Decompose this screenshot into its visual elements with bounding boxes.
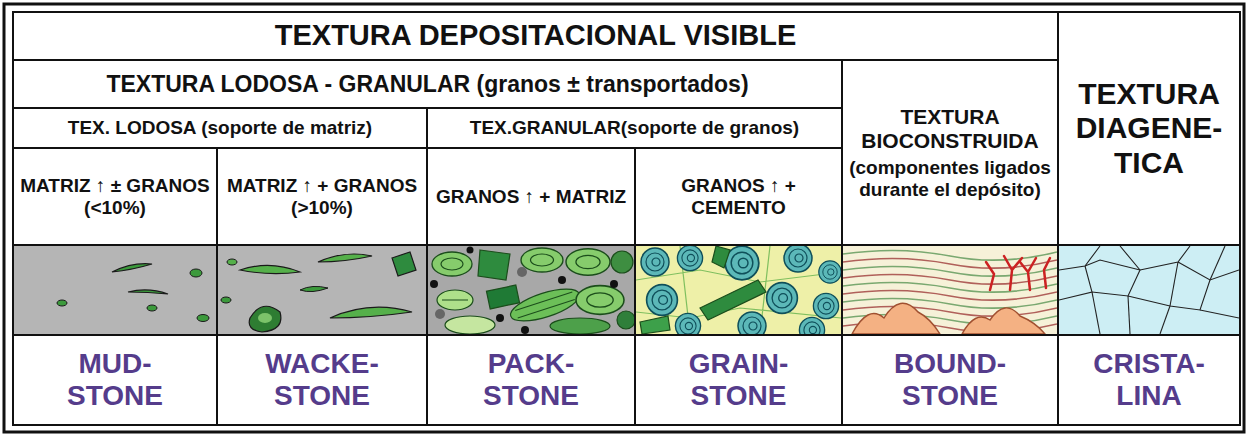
table-cell: GRAIN- STONE bbox=[635, 335, 842, 425]
table-cell: MUD- STONE bbox=[13, 335, 217, 425]
table-cell: BOUND- STONE bbox=[842, 335, 1058, 425]
table-cell: WACKE- STONE bbox=[217, 335, 427, 425]
table-cell: TEXTURA DIAGENE- TICA bbox=[1058, 12, 1240, 245]
cell-text: MATRIZ ↑ ± GRANOS (<10%) bbox=[18, 175, 212, 219]
table-grid bbox=[4, 4, 1244, 432]
cell-text: TEXTURA LODOSA - GRANULAR (granos ± tran… bbox=[106, 71, 748, 97]
packstone-texture bbox=[428, 246, 634, 334]
cell-text: TEXTURA BIOCONSTRUIDA bbox=[847, 105, 1053, 153]
grainstone-texture bbox=[636, 246, 841, 334]
cell-text: GRANOS ↑ + MATRIZ bbox=[436, 186, 626, 208]
table-cell: GRANOS ↑ + MATRIZ bbox=[427, 148, 635, 245]
cell-text: MUD- STONE bbox=[67, 348, 163, 412]
table-cell: TEXTURA DEPOSITACIONAL VISIBLE bbox=[13, 12, 1058, 60]
cell-text: MATRIZ ↑ + GRANOS (>10%) bbox=[222, 175, 422, 219]
table-cell: TEX.GRANULAR(soporte de granos) bbox=[427, 108, 842, 148]
table-cell: TEX. LODOSA (soporte de matriz) bbox=[13, 108, 427, 148]
table-cell: CRISTA- LINA bbox=[1058, 335, 1240, 425]
table-cell: MATRIZ ↑ + GRANOS (>10%) bbox=[217, 148, 427, 245]
cell-text: TEX. LODOSA (soporte de matriz) bbox=[68, 117, 372, 139]
cell-text: CRISTA- LINA bbox=[1093, 348, 1204, 412]
cell-text: GRANOS ↑ + CEMENTO bbox=[640, 175, 837, 219]
cell-text: BOUND- STONE bbox=[894, 348, 1006, 412]
table-cell: MATRIZ ↑ ± GRANOS (<10%) bbox=[13, 148, 217, 245]
crystalline-texture bbox=[1059, 246, 1239, 334]
table-cell: TEXTURA LODOSA - GRANULAR (granos ± tran… bbox=[13, 60, 842, 108]
cell-text: (componentes ligados durante el depósito… bbox=[847, 157, 1053, 201]
cell-text: TEXTURA DEPOSITACIONAL VISIBLE bbox=[275, 19, 797, 52]
cell-text: PACK- STONE bbox=[483, 348, 579, 412]
wackestone-texture bbox=[218, 246, 426, 334]
table-cell: GRANOS ↑ + CEMENTO bbox=[635, 148, 842, 245]
cell-text: TEXTURA DIAGENE- TICA bbox=[1076, 77, 1223, 181]
cell-text: TEX.GRANULAR(soporte de granos) bbox=[470, 117, 799, 139]
mudstone-texture bbox=[14, 246, 216, 334]
table-cell: PACK- STONE bbox=[427, 335, 635, 425]
cell-text: GRAIN- STONE bbox=[689, 348, 789, 412]
boundstone-texture bbox=[843, 246, 1057, 334]
table-cell: TEXTURA BIOCONSTRUIDA(componentes ligado… bbox=[842, 60, 1058, 245]
cell-text: WACKE- STONE bbox=[265, 348, 379, 412]
